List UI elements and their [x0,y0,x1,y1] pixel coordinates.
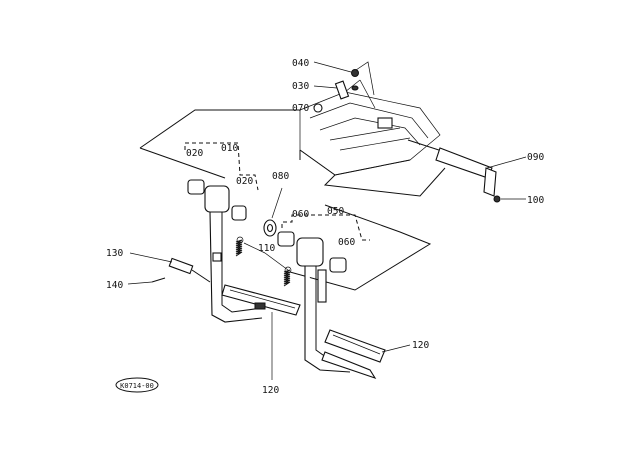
label-090: 090 [527,152,544,163]
label-010: 010 [221,143,238,154]
label-080: 080 [272,171,289,182]
label-130: 130 [106,248,123,259]
label-140: 140 [106,280,123,291]
drawing-stamp: K0714-00 [115,377,159,393]
cotter-pin-140 [151,277,166,283]
section-outline [139,109,446,291]
pin-040 [351,69,359,77]
right-pedal-assembly [277,214,386,380]
link-rod-090 [407,139,501,203]
label-030: 030 [292,81,309,92]
pin-070 [313,103,323,113]
label-020-top: 020 [186,148,203,159]
label-040: 040 [292,58,309,69]
leader-lines [127,61,527,380]
label-050: 050 [327,206,344,217]
label-110: 110 [258,243,275,254]
left-pedal-assembly [184,142,301,323]
bolt-030 [334,80,359,100]
pin-130 [168,257,211,283]
label-100: 100 [527,195,544,206]
label-060-left: 060 [292,209,309,220]
label-120-bottom: 120 [262,385,279,396]
label-070: 070 [292,103,309,114]
label-120-right: 120 [412,340,429,351]
part-labels: 040 030 070 090 100 020 010 020 080 060 … [106,58,544,396]
stamp-code: K0714-00 [120,382,154,390]
label-020-mid: 020 [236,176,253,187]
washer-080 [263,219,277,237]
label-060-right: 060 [338,237,355,248]
pedal-bracket-frame [299,79,441,176]
